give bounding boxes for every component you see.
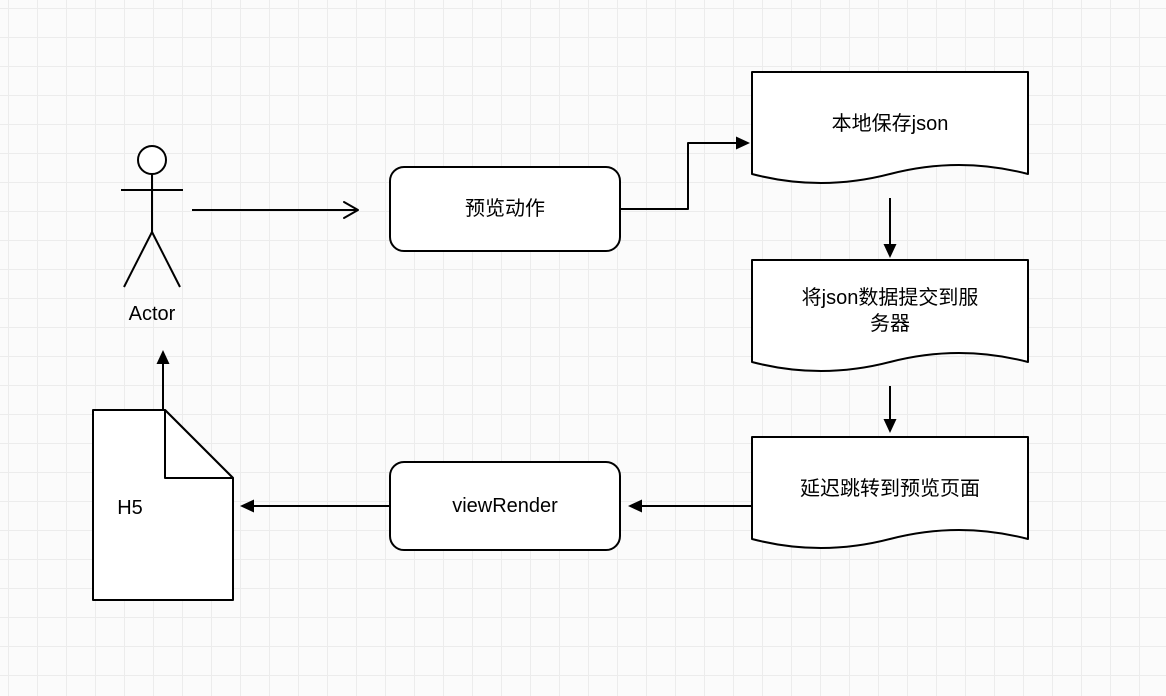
arrow-head	[883, 244, 897, 258]
arrow-head	[156, 350, 170, 364]
actor-label: Actor	[129, 303, 176, 325]
document-shape	[751, 259, 1029, 372]
preview-action-node[interactable]: 预览动作	[389, 166, 621, 252]
view-render-node[interactable]: viewRender	[389, 461, 621, 551]
note-shape	[92, 409, 234, 601]
arrow-head	[343, 201, 359, 219]
save-json-node[interactable]: 本地保存json	[751, 71, 1029, 184]
document-shape	[751, 436, 1029, 549]
arrow-redirect-to-viewrender[interactable]	[628, 499, 752, 513]
redirect-preview-label: 延迟跳转到预览页面	[800, 477, 980, 500]
arrow-actor-to-preview[interactable]	[192, 201, 359, 219]
note-fold-corner	[164, 409, 234, 479]
arrow-submit-to-redirect[interactable]	[883, 386, 897, 433]
save-json-label: 本地保存json	[832, 112, 949, 135]
arrow-head	[736, 136, 750, 150]
submit-json-node[interactable]: 将json数据提交到服 务器	[751, 259, 1029, 372]
actor-head	[137, 145, 167, 175]
actor-left-leg	[123, 231, 153, 288]
preview-action-label: 预览动作	[465, 197, 545, 220]
arrow-head	[883, 419, 897, 433]
actor-node[interactable]: Actor	[121, 145, 183, 325]
h5-label: H5	[117, 497, 143, 519]
h5-note-node[interactable]: H5	[92, 409, 234, 601]
arrow-save-to-submit[interactable]	[883, 198, 897, 258]
arrow-head	[240, 499, 254, 513]
arrow-head	[628, 499, 642, 513]
document-shape	[751, 71, 1029, 184]
arrow-viewrender-to-h5[interactable]	[240, 499, 390, 513]
arrow-preview-to-save[interactable]	[620, 136, 750, 210]
submit-json-label-line1: 将json数据提交到服	[802, 286, 979, 309]
view-render-label: viewRender	[452, 495, 558, 517]
arrow-h5-to-actor[interactable]	[156, 350, 170, 410]
submit-json-label-line2: 务器	[870, 312, 910, 335]
actor-right-leg	[151, 231, 181, 288]
redirect-preview-node[interactable]: 延迟跳转到预览页面	[751, 436, 1029, 549]
arrow-shaft	[620, 142, 736, 210]
